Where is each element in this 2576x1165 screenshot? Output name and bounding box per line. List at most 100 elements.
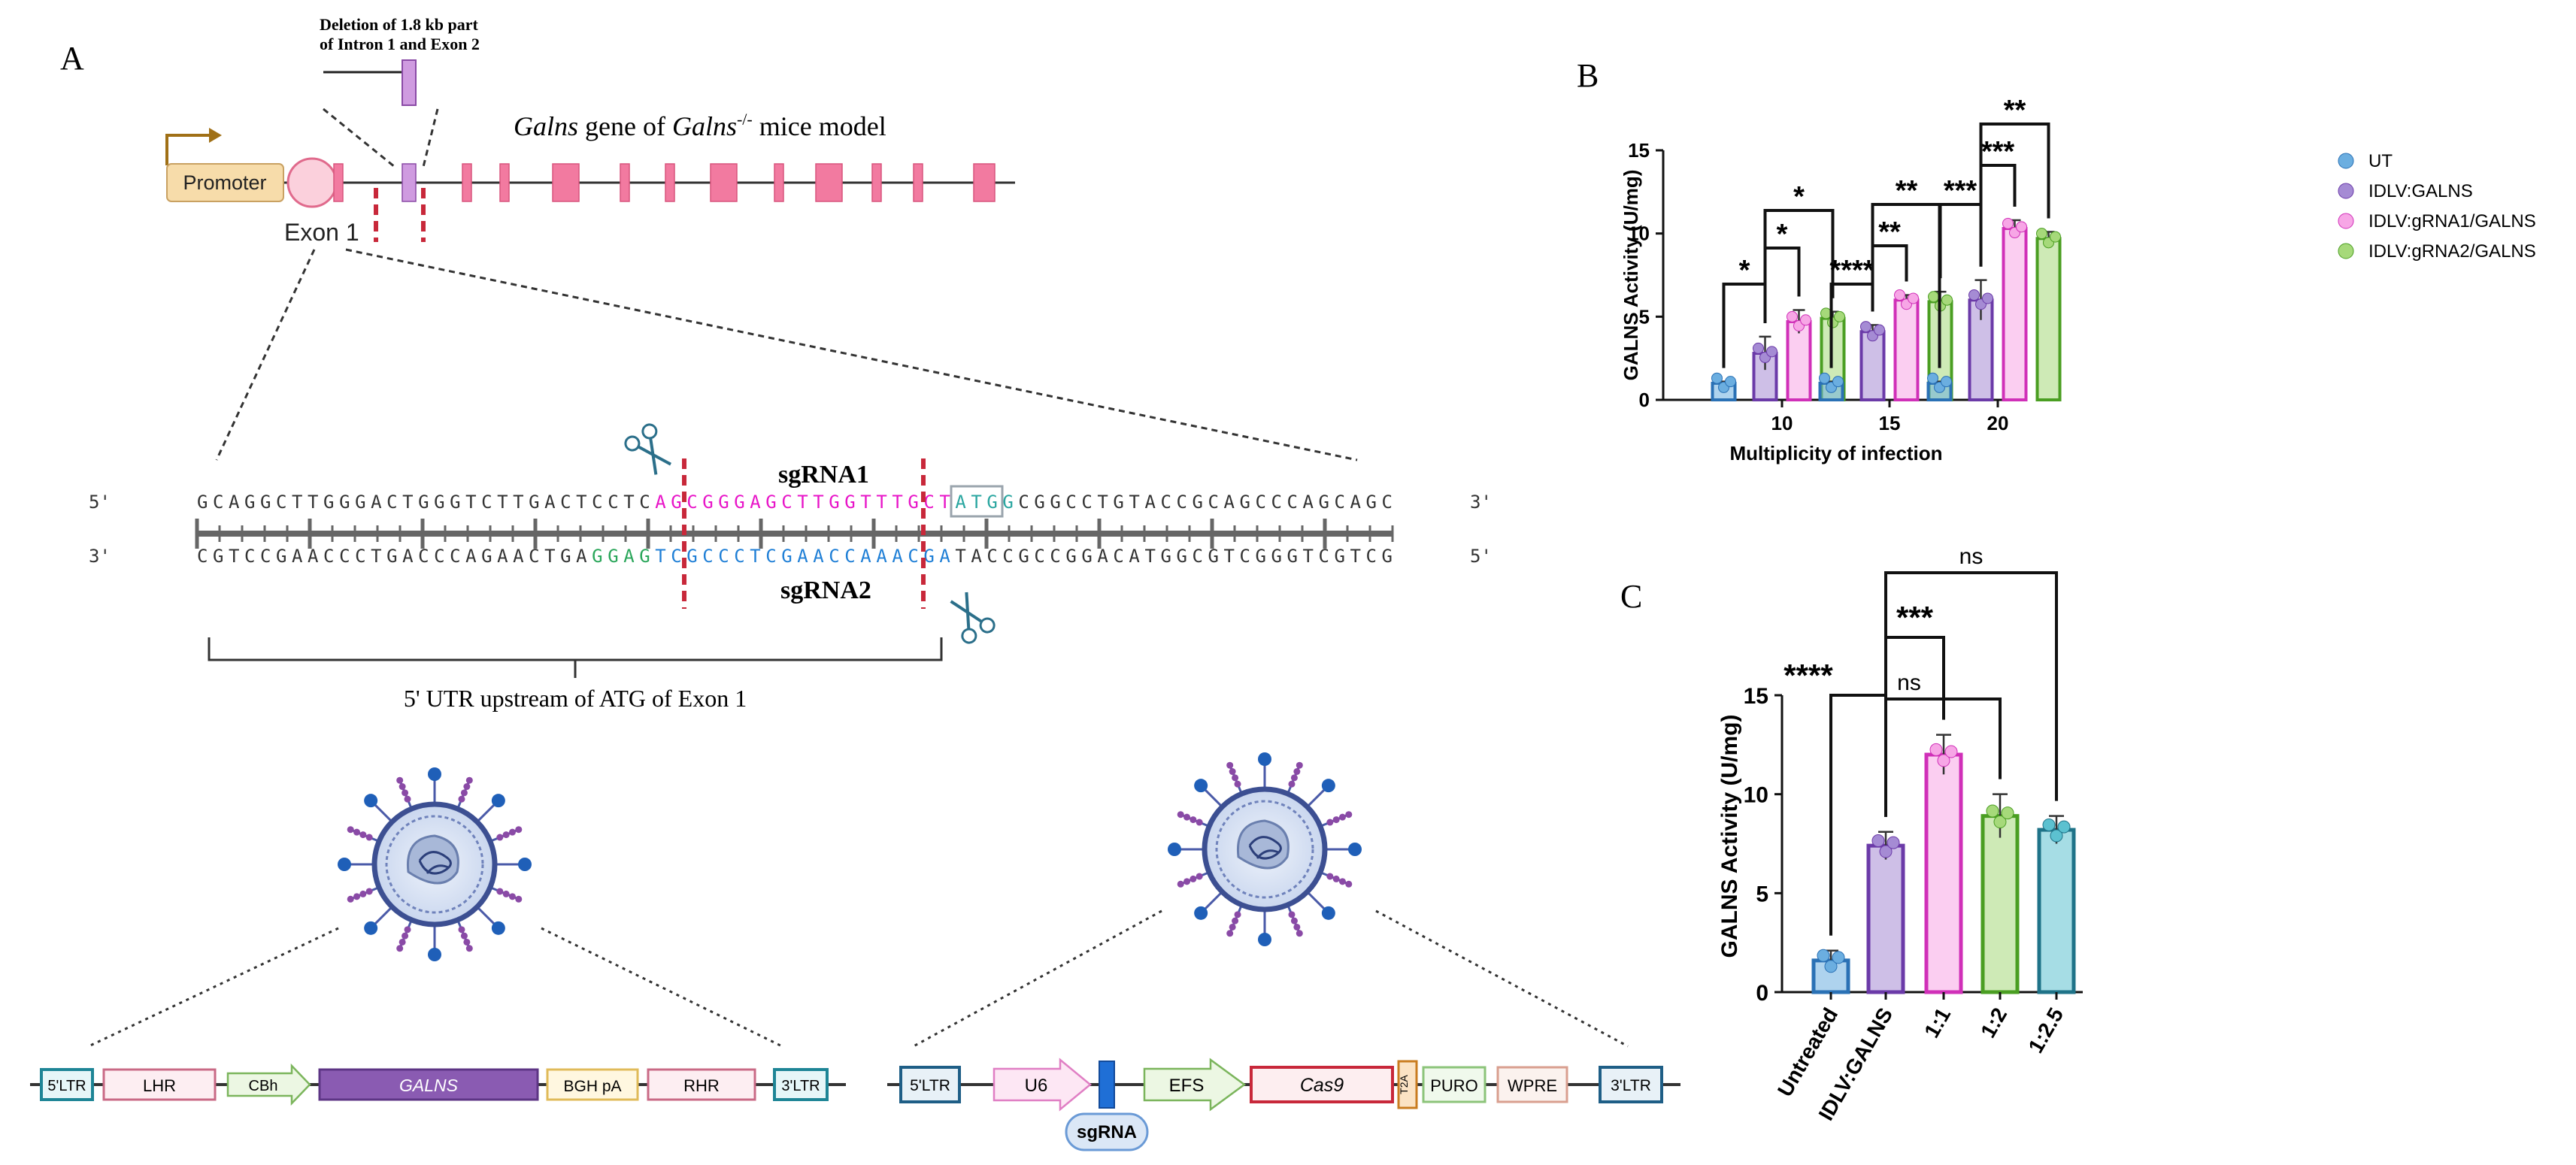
x-tick-label: 10 (1771, 412, 1793, 434)
data-point (2036, 228, 2047, 240)
data-point (1944, 745, 1958, 758)
data-point (1787, 310, 1798, 322)
virus-bead (404, 795, 411, 803)
data-point (1800, 314, 1811, 326)
virus-bead (402, 789, 409, 797)
u6-promoter-arrow (993, 1058, 1092, 1112)
data-point (2002, 217, 2014, 229)
virus-bead (353, 893, 361, 900)
virus-bead (1326, 873, 1334, 880)
data-point (2057, 820, 2071, 834)
virus-spike-head (518, 858, 532, 871)
virus-spike-head (338, 858, 351, 871)
sequence-segment: CGGGAGCTTGGTTTGC (686, 492, 935, 513)
virus-bead (1293, 768, 1301, 776)
sequence-segment: TACCGCCGGACATGGCGTCGGGTCGTCG (955, 546, 1393, 567)
deletion-label-line2: of Intron 1 and Exon 2 (320, 35, 480, 53)
exon-block (774, 163, 784, 202)
virus-spike-head (1321, 906, 1335, 920)
virus-spike-head (1194, 906, 1208, 920)
construct1-zoom-right (541, 927, 783, 1048)
virus-bead (365, 888, 373, 895)
significance-label: * (1777, 219, 1788, 250)
significance-label: ns (1959, 544, 1984, 569)
sequence-segment: GGAG (592, 546, 650, 567)
virus-membrane (385, 815, 484, 914)
significance-label: ** (1896, 175, 1918, 207)
significance-label: ** (1878, 216, 1901, 248)
virus-bead (1293, 923, 1301, 930)
efs-label: EFS (1169, 1076, 1205, 1096)
x-tick-label: 1:2 (1976, 1004, 2011, 1042)
virus-bead (1338, 878, 1346, 885)
virus-bead (396, 945, 404, 952)
data-point (1832, 376, 1844, 388)
virus-bead (465, 945, 473, 952)
y-axis-label: GALNS Activity (U/mg) (1620, 170, 1642, 381)
virus-spike-head (1168, 843, 1181, 856)
legend-marker (2338, 243, 2354, 259)
virus-bead (1234, 911, 1241, 918)
bar (1980, 814, 2020, 994)
galns-gene-box (318, 1068, 539, 1101)
virus-bead (463, 783, 471, 791)
top-strand-3-label: 3' (1470, 492, 1492, 513)
significance-label: * (1793, 181, 1805, 213)
legend-label: IDLV:gRNA1/GALNS (2368, 211, 2536, 231)
exon-block (665, 163, 675, 202)
virus-bead (347, 895, 354, 903)
data-point (2050, 829, 2063, 843)
virus-capsid (1236, 819, 1290, 870)
virus-bead (1183, 813, 1191, 821)
significance-label: **** (1784, 658, 1833, 693)
utr-label: 5' UTR upstream of ATG of Exon 1 (404, 685, 747, 712)
data-point (1941, 376, 1952, 388)
bar (1893, 298, 1920, 402)
bar (2037, 828, 2076, 994)
virus-bead (399, 938, 406, 946)
virus-bead (1288, 911, 1296, 918)
data-point (1860, 321, 1871, 333)
panel-c-label: C (1620, 578, 1642, 615)
virus-spike-head (1258, 752, 1271, 766)
virus-spike-head (428, 948, 441, 961)
data-point (1927, 372, 1938, 384)
exon-block (710, 163, 738, 202)
virus-bead (1232, 774, 1239, 782)
data-point (1928, 291, 1939, 303)
sequence-segment: AG (655, 492, 681, 513)
virus-bead (1332, 875, 1340, 882)
virus-bead (458, 795, 465, 803)
virus-bead (1177, 880, 1184, 888)
data-point (2016, 221, 2027, 233)
significance-bracket (1763, 209, 1835, 323)
significance-label: ** (2004, 95, 2026, 126)
exon-block (815, 163, 843, 202)
deletion-label-line1: Deletion of 1.8 kb part (320, 15, 479, 34)
wpre-box (1496, 1066, 1568, 1103)
exon-block (462, 163, 472, 202)
dna-ladder (195, 519, 1394, 549)
data-point (1908, 292, 1919, 304)
y-tick-label: 10 (1628, 222, 1650, 245)
significance-label: *** (1944, 175, 1977, 207)
y-tick-label: 0 (1756, 981, 1768, 1006)
virus-spike-head (1194, 779, 1208, 793)
top-strand-5-label: 5' (89, 492, 111, 513)
virus-bead (460, 932, 468, 940)
bar (1786, 319, 1812, 401)
virus-bead (502, 890, 510, 897)
zoom-line-4 (345, 248, 1358, 461)
virus-bead (399, 783, 406, 791)
t2a-box (1397, 1060, 1418, 1109)
wpre-label: WPRE (1508, 1076, 1557, 1095)
exon-block (402, 163, 417, 202)
virus-bead (1229, 768, 1236, 776)
virus-bead (1345, 811, 1353, 819)
construct2-zoom-right (1375, 909, 1629, 1048)
promoter-arrow-icon (165, 134, 211, 165)
data-point (1968, 289, 1980, 301)
t2a-label: T2A (1398, 1075, 1410, 1094)
exon-block (913, 163, 923, 202)
